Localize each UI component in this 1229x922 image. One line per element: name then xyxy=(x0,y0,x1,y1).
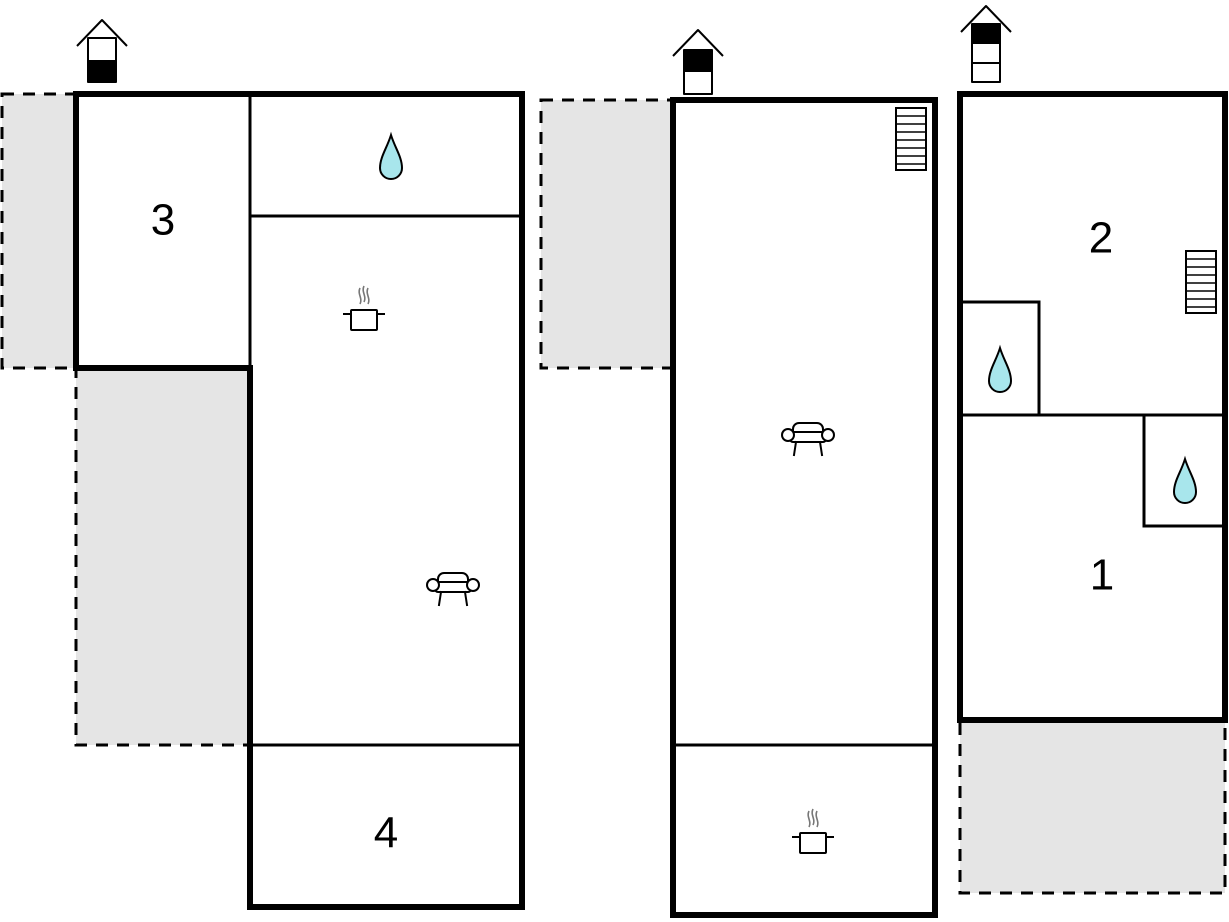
outer-walls-second xyxy=(957,91,1228,723)
plan-ground-floor: 3 4 xyxy=(0,19,525,910)
room-label-3: 3 xyxy=(151,196,175,245)
water-drop-icon xyxy=(379,134,403,180)
plan-second-floor: 2 1 xyxy=(957,5,1228,895)
terrace-right xyxy=(958,718,1227,895)
room-label-1: 1 xyxy=(1090,551,1114,600)
room-label-4: 4 xyxy=(374,809,398,858)
plan-first-floor xyxy=(539,29,938,918)
stairs-icon xyxy=(895,107,927,171)
stairs-icon xyxy=(1185,250,1217,314)
water-drop-icon xyxy=(1173,458,1197,504)
wall-bathroom-left xyxy=(958,300,1041,417)
cooking-pot-icon xyxy=(343,285,385,331)
room-label-2: 2 xyxy=(1089,214,1113,263)
water-drop-icon xyxy=(988,347,1012,393)
outer-walls-first xyxy=(670,97,938,918)
cooking-pot-icon xyxy=(792,808,834,854)
terrace-left-bottom xyxy=(74,366,252,747)
floor-level-house-icon xyxy=(960,5,1012,83)
terrace-middle xyxy=(539,98,675,370)
terrace-left-top xyxy=(0,92,78,370)
wall-bathroom-right xyxy=(1142,413,1227,528)
floor-level-house-icon xyxy=(76,19,128,83)
outer-walls-ground xyxy=(73,91,525,910)
floor-level-house-icon xyxy=(672,29,724,95)
armchair-icon xyxy=(426,572,480,606)
armchair-icon xyxy=(781,422,835,456)
